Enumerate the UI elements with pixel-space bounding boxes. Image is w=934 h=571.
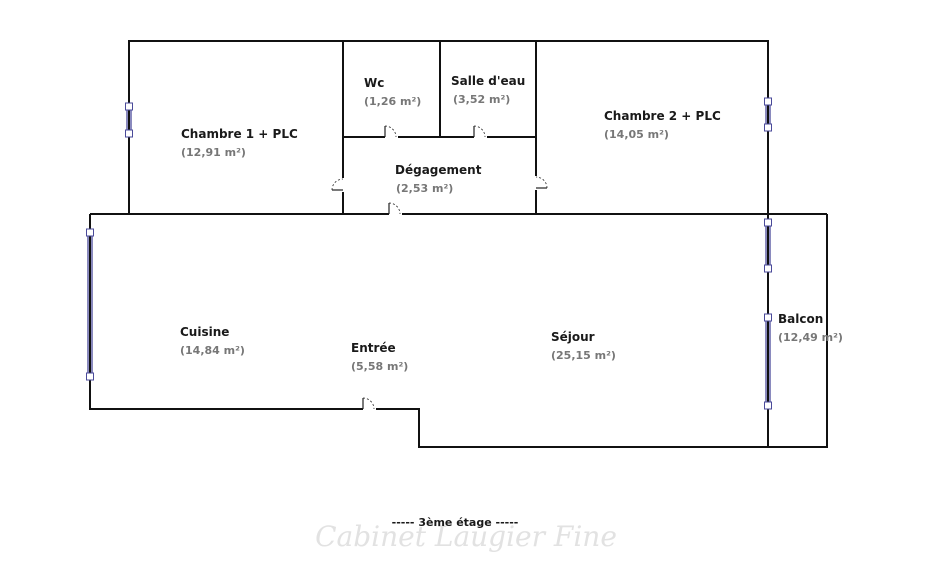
room-area-wc: (1,26 m²) xyxy=(364,95,421,108)
windows xyxy=(86,97,772,410)
room-name-chambre1: Chambre 1 + PLC xyxy=(181,127,298,141)
window-chambre2 xyxy=(764,97,772,132)
door-degagement xyxy=(388,202,402,216)
watermark: Cabinet Laugier Fine xyxy=(315,520,617,553)
door-wc xyxy=(384,125,398,139)
window-chambre1 xyxy=(125,102,133,138)
door-chambre1 xyxy=(331,178,345,192)
doors xyxy=(331,125,548,411)
room-name-chambre2: Chambre 2 + PLC xyxy=(604,109,721,123)
room-area-chambre1: (12,91 m²) xyxy=(181,146,246,159)
room-name-wc: Wc xyxy=(364,76,384,90)
window-sejour-bottom xyxy=(764,313,772,410)
room-area-salle-eau: (3,52 m²) xyxy=(453,93,510,106)
room-name-sejour: Séjour xyxy=(551,330,595,344)
room-labels: Chambre 1 + PLC (12,91 m²) Wc (1,26 m²) … xyxy=(180,74,843,373)
room-name-balcon: Balcon xyxy=(778,312,823,326)
room-name-cuisine: Cuisine xyxy=(180,325,229,339)
window-sejour-top xyxy=(764,218,772,273)
room-name-degagement: Dégagement xyxy=(395,163,482,177)
window-cuisine xyxy=(86,228,94,381)
room-area-degagement: (2,53 m²) xyxy=(396,182,453,195)
room-name-salle-eau: Salle d'eau xyxy=(451,74,525,88)
room-area-entree: (5,58 m²) xyxy=(351,360,408,373)
door-salle-eau xyxy=(473,125,487,139)
door-entree xyxy=(362,397,376,411)
room-area-cuisine: (14,84 m²) xyxy=(180,344,245,357)
room-name-entree: Entrée xyxy=(351,341,396,355)
floor-label: ----- 3ème étage ----- xyxy=(392,516,519,529)
room-area-chambre2: (14,05 m²) xyxy=(604,128,669,141)
room-area-sejour: (25,15 m²) xyxy=(551,349,616,362)
door-chambre2 xyxy=(534,176,548,190)
room-area-balcon: (12,49 m²) xyxy=(778,331,843,344)
